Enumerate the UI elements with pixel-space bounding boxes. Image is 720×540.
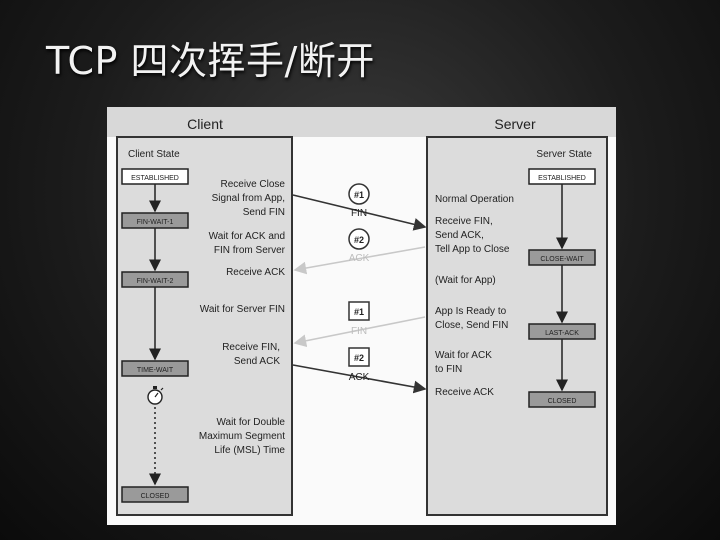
message-label: FIN (351, 208, 367, 219)
server-state-close-wait: CLOSE-WAIT (528, 249, 596, 266)
message-badge (348, 347, 370, 367)
client-note: Send ACK (234, 356, 280, 367)
message-badge-label: #1 (354, 307, 364, 317)
client-state-fin-wait-2: FIN-WAIT-2 (121, 271, 189, 288)
message-label: FIN (351, 326, 367, 337)
client-note: Wait for Server FIN (200, 304, 285, 315)
diagram-canvas: Client Server Client State Server State … (107, 107, 616, 516)
client-note: Receive Close (221, 179, 286, 190)
client-note: FIN from Server (214, 245, 286, 256)
server-note: (Wait for App) (435, 275, 496, 286)
message-badge (348, 301, 370, 321)
tcp-teardown-diagram: Client Server Client State Server State … (107, 107, 616, 525)
server-state-established: ESTABLISHED (528, 168, 596, 185)
server-note: Receive ACK (435, 387, 494, 398)
client-state-established: ESTABLISHED (121, 168, 189, 185)
message-label: ACK (349, 253, 370, 264)
client-note: Signal from App, (212, 193, 285, 204)
message-badge-label: #2 (354, 235, 364, 245)
client-state-closed: CLOSED (121, 486, 189, 503)
message-badge-label: #1 (354, 190, 364, 200)
server-note: to FIN (435, 364, 462, 375)
server-header: Server (494, 116, 536, 132)
client-state-fin-wait-1-label: FIN-WAIT-1 (137, 219, 174, 226)
client-state-time-wait-label: TIME-WAIT (137, 367, 174, 374)
client-note: Maximum Segment (199, 431, 285, 442)
client-panel (116, 136, 293, 516)
server-note: Tell App to Close (435, 244, 510, 255)
header-bar (107, 107, 616, 137)
message-fin-1: #1 FIN (292, 183, 427, 231)
server-note: App Is Ready to (435, 306, 507, 317)
server-state-last-ack: LAST-ACK (528, 323, 596, 340)
server-note: Receive FIN, (435, 216, 493, 227)
message-fin-2: #1 FIN (293, 301, 426, 348)
client-note: Wait for ACK and (209, 231, 285, 242)
server-note: Send ACK, (435, 230, 484, 241)
client-state-time-wait: TIME-WAIT (121, 360, 189, 377)
server-state-closed: CLOSED (528, 391, 596, 408)
client-state-established-label: ESTABLISHED (131, 175, 179, 182)
message-badge-label: #2 (354, 353, 364, 363)
client-header: Client (187, 116, 223, 132)
server-note: Close, Send FIN (435, 320, 508, 331)
client-note: Life (MSL) Time (214, 445, 285, 456)
client-state-label: Client State (128, 149, 180, 160)
message-ack-2: #2 ACK (292, 347, 427, 394)
server-note: Wait for ACK (435, 350, 492, 361)
client-state-fin-wait-1: FIN-WAIT-1 (121, 212, 189, 229)
client-notes: Receive Close Signal from App, Send FIN … (199, 179, 286, 456)
client-note: Receive ACK (226, 267, 285, 278)
server-state-last-ack-label: LAST-ACK (545, 330, 579, 337)
client-note: Send FIN (243, 207, 285, 218)
server-note: Normal Operation (435, 194, 514, 205)
client-note: Receive FIN, (222, 342, 280, 353)
server-state-established-label: ESTABLISHED (538, 175, 586, 182)
server-notes: Normal Operation Receive FIN, Send ACK, … (435, 194, 514, 398)
client-note: Wait for Double (216, 417, 285, 428)
message-badge (348, 228, 370, 250)
server-state-closed-label: CLOSED (548, 398, 577, 405)
client-state-fin-wait-2-label: FIN-WAIT-2 (137, 278, 174, 285)
server-state-label: Server State (536, 149, 592, 160)
message-badge (348, 183, 370, 205)
server-state-close-wait-label: CLOSE-WAIT (540, 256, 584, 263)
client-state-closed-label: CLOSED (141, 493, 170, 500)
message-ack-1: #2 ACK (293, 228, 426, 275)
slide-title: TCP 四次挥手/断开 (46, 39, 375, 83)
message-label: ACK (349, 372, 370, 383)
stopwatch-icon (147, 386, 164, 405)
